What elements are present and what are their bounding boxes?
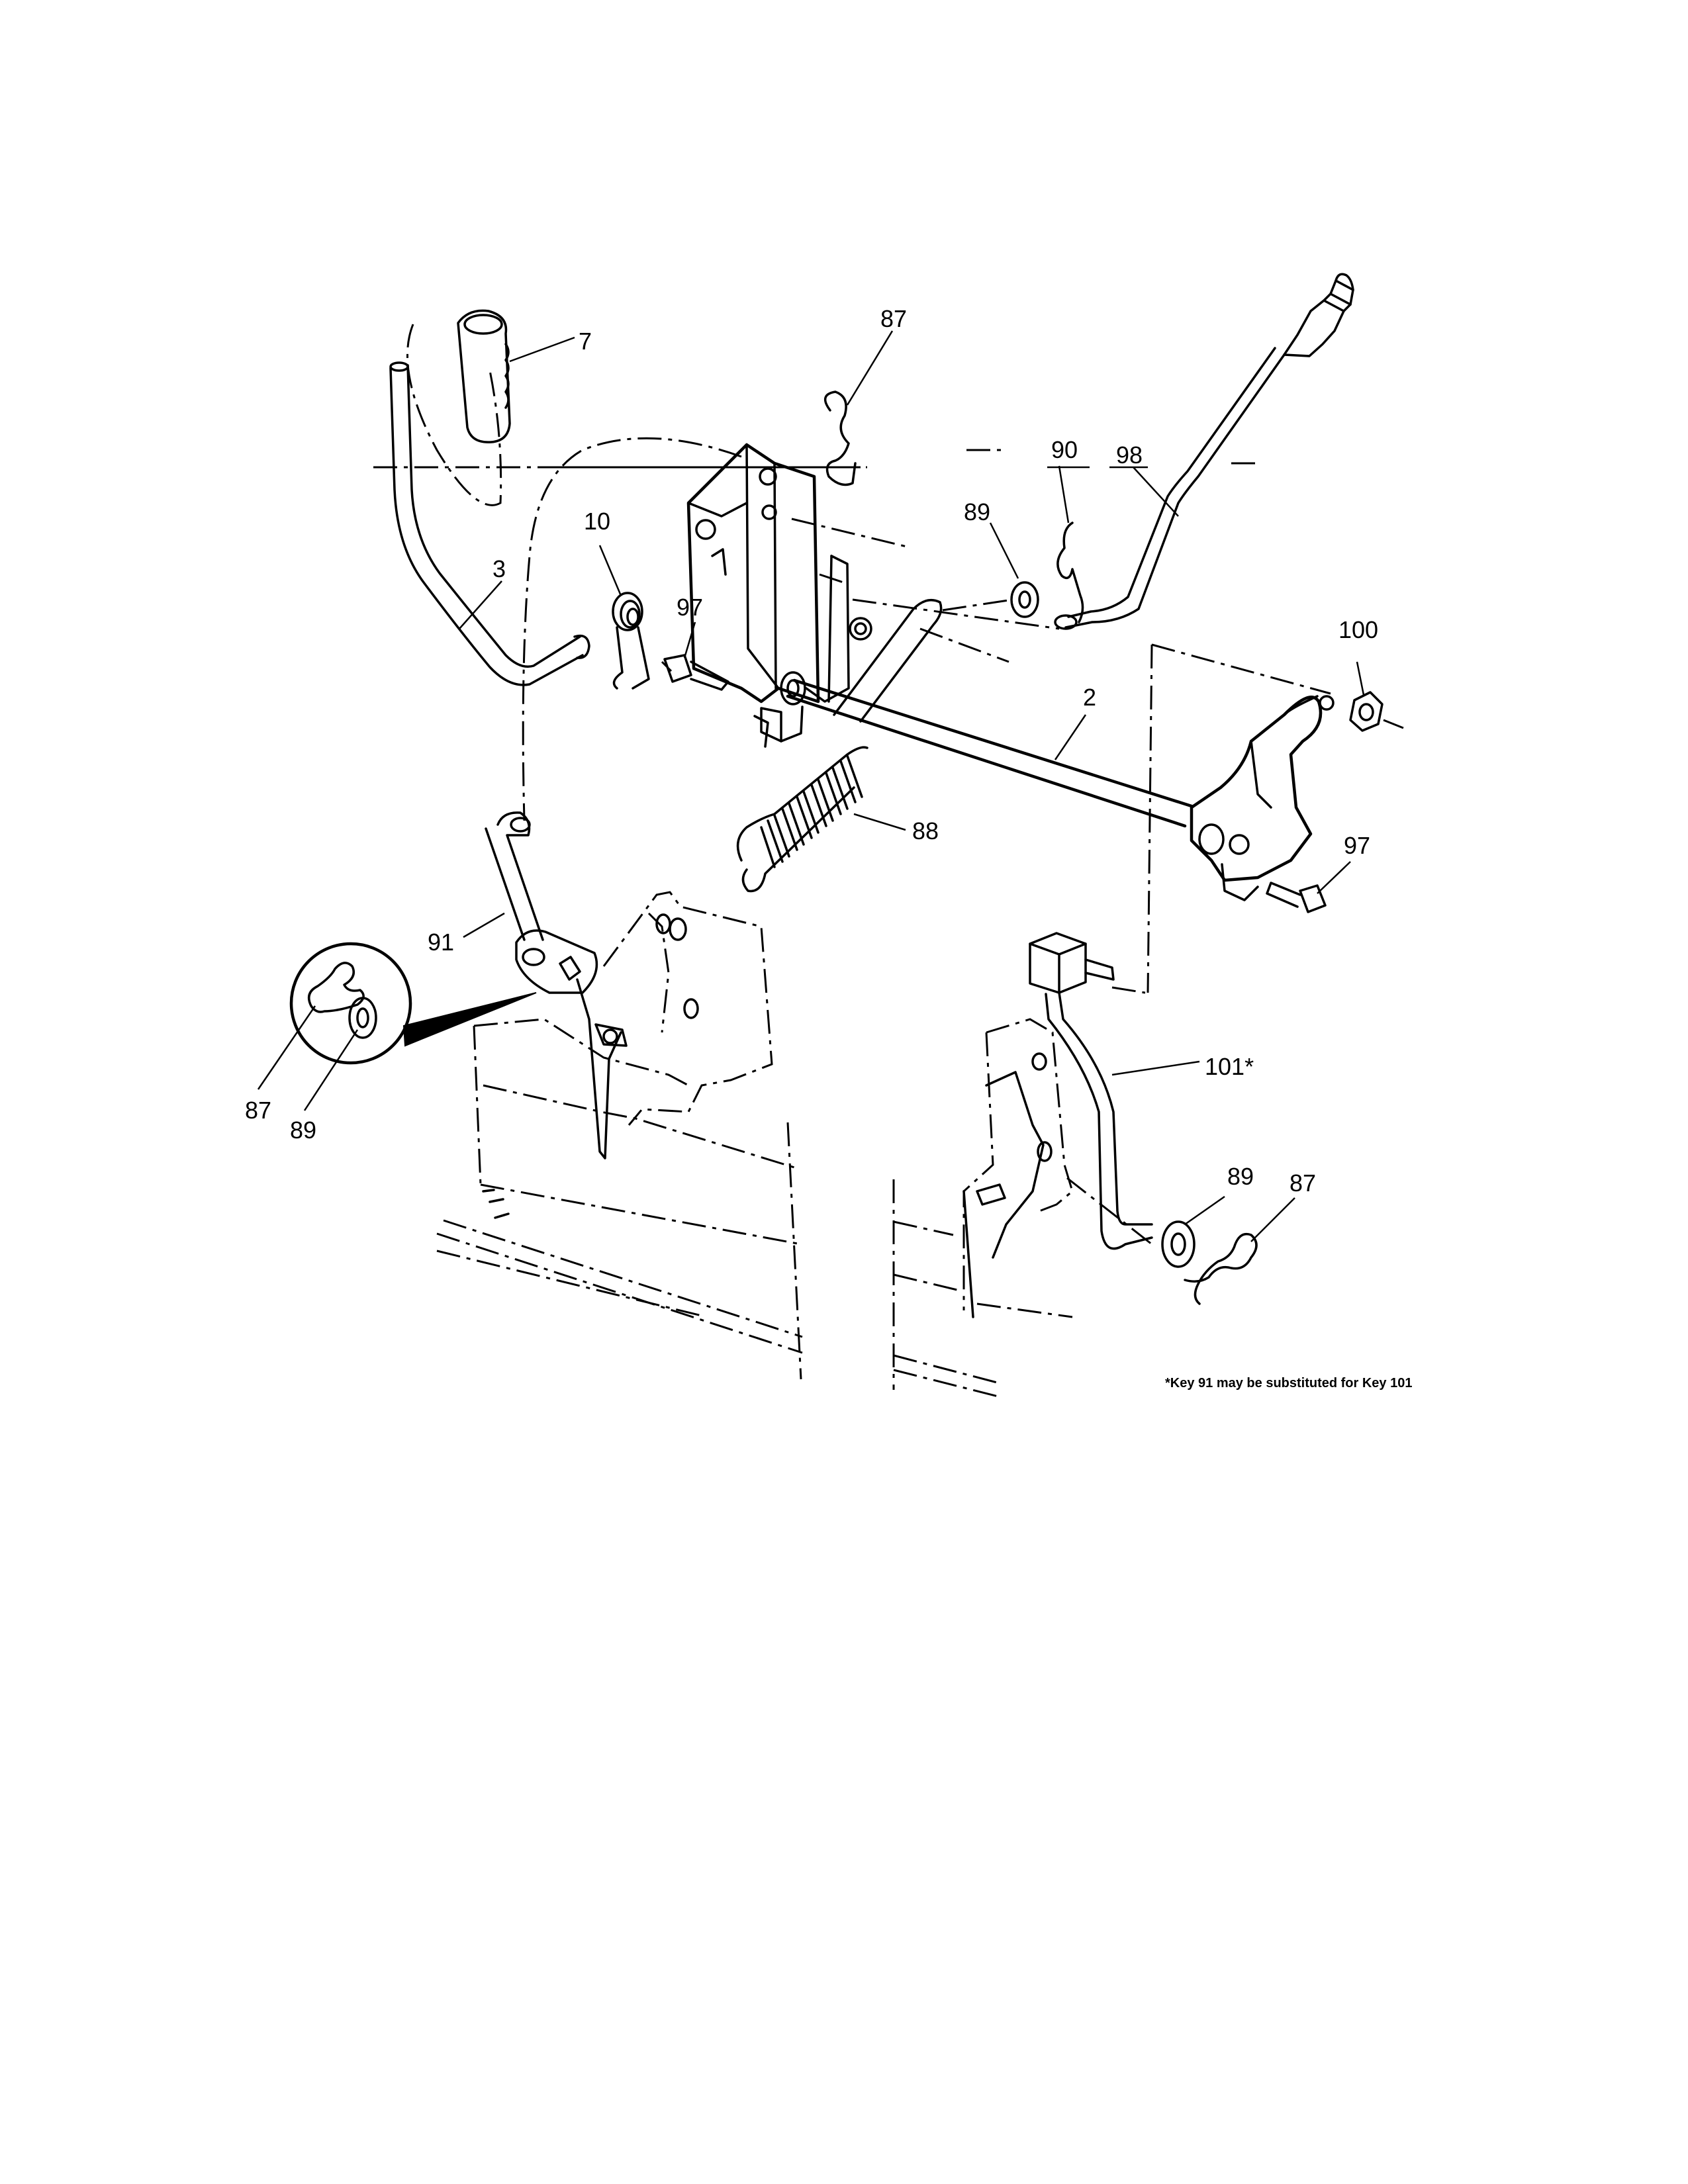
callout-89-inset: 89 (290, 1116, 316, 1144)
bolt-part-97-left (663, 654, 729, 691)
callout-88: 88 (912, 817, 939, 844)
callout-labels: 7 87 90 98 89 10 3 97 2 100 88 97 91 87 … (245, 305, 1378, 1197)
grip-alignment-line (406, 324, 502, 506)
callout-3: 3 (492, 555, 506, 582)
callout-90: 90 (1051, 436, 1078, 463)
adjuster-rod-part-98 (1054, 273, 1354, 630)
callout-89-bottom: 89 (1227, 1163, 1254, 1190)
hairpin-clip-part-87-top (823, 390, 857, 486)
handle-grip-part-7 (457, 309, 511, 443)
callout-87-bottom: 87 (1289, 1169, 1316, 1197)
spring-hook-rod (833, 598, 943, 723)
lift-link-rod-part-101 (1029, 932, 1153, 1250)
substitution-footnote: *Key 91 may be substituted for Key 101 (1165, 1376, 1412, 1390)
leader-lines (257, 330, 1365, 1242)
callout-87-inset: 87 (245, 1097, 271, 1124)
callout-98: 98 (1116, 441, 1143, 469)
lift-link-rod-part-91 (485, 811, 598, 994)
nut-part-100 (1349, 691, 1383, 732)
detail-inset-circle (289, 942, 537, 1065)
torsion-spring-part-10 (612, 592, 650, 690)
callout-91: 91 (428, 929, 454, 956)
callout-101: 101* (1205, 1053, 1254, 1080)
callout-97-left: 97 (677, 594, 703, 621)
mower-deck-left-outline (436, 1018, 803, 1380)
mower-deck-right-outline (892, 1177, 1152, 1398)
lift-shaft-part-2 (780, 671, 1194, 828)
callout-100: 100 (1338, 616, 1378, 643)
bolt-part-97-right (1266, 882, 1327, 913)
callout-2: 2 (1083, 684, 1096, 711)
lift-arm-right (1190, 695, 1335, 901)
callout-10: 10 (584, 508, 610, 535)
washer-part-89-bottom (1161, 1220, 1196, 1268)
deck-hanger-right (962, 1018, 1074, 1318)
hairpin-clip-part-87-bottom (1184, 1232, 1258, 1305)
shaft-support-bracket (753, 555, 872, 748)
callout-97-right: 97 (1344, 832, 1370, 859)
lift-handle-rod-part-3 (389, 361, 590, 686)
extension-spring-part-88 (736, 746, 868, 893)
callout-89-top: 89 (964, 498, 990, 525)
callout-87-top: 87 (880, 305, 907, 332)
callout-7: 7 (579, 328, 592, 355)
alignment-lines (373, 437, 1404, 994)
mounting-bracket (686, 443, 820, 704)
deck-hanger-left (576, 891, 773, 1160)
hairpin-clip-part-90 (1056, 522, 1084, 623)
washer-part-89-top (1010, 581, 1039, 618)
